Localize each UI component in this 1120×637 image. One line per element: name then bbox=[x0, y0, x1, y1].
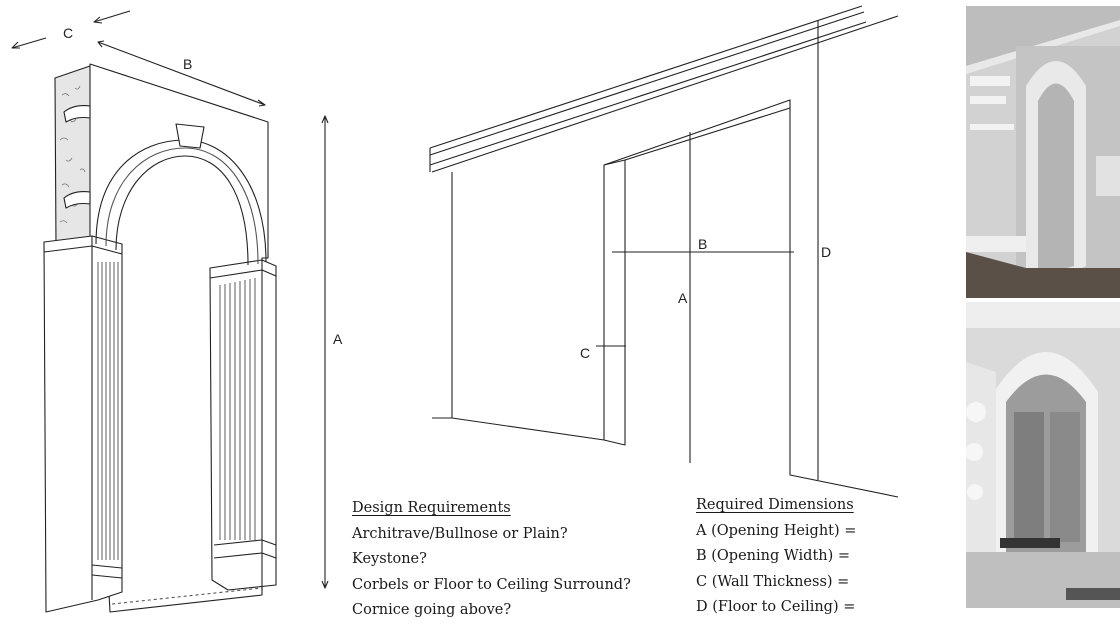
dimension-b-line bbox=[97, 40, 266, 107]
label-d: D bbox=[821, 244, 832, 260]
arch-drawing bbox=[11, 10, 329, 613]
dimension-item: D (Floor to Ceiling) = bbox=[696, 599, 856, 615]
label-a: A bbox=[333, 331, 343, 347]
requirement-item: Keystone? bbox=[352, 551, 427, 567]
required-dimensions: Required Dimensions A (Opening Height) =… bbox=[696, 493, 936, 621]
label-c: C bbox=[580, 345, 591, 361]
cornice bbox=[429, 5, 899, 173]
label-b: B bbox=[183, 56, 193, 72]
requirement-item: Architrave/Bullnose or Plain? bbox=[352, 525, 568, 542]
archway-photo-bottom bbox=[966, 302, 1120, 608]
left-wall bbox=[451, 172, 605, 441]
wall-opening bbox=[603, 99, 899, 498]
required-dimensions-title: Required Dimensions bbox=[696, 497, 854, 513]
dimension-item: B (Opening Width) = bbox=[696, 548, 851, 564]
label-a: A bbox=[678, 290, 688, 306]
archway-photo-top bbox=[966, 6, 1120, 298]
requirement-item: Corbels or Floor to Ceiling Surround? bbox=[352, 576, 631, 593]
label-b: B bbox=[698, 236, 708, 252]
dimension-item: A (Opening Height) = bbox=[696, 522, 857, 539]
corbel-bottom bbox=[63, 191, 91, 209]
requirement-item: Cornice going above? bbox=[352, 602, 512, 618]
dimension-c-arrows bbox=[11, 10, 131, 49]
wall-texture bbox=[59, 85, 86, 224]
corbel-top bbox=[63, 105, 91, 123]
dimension-a-line bbox=[321, 115, 329, 589]
dimension-item: C (Wall Thickness) = bbox=[696, 573, 850, 590]
design-requirements-title: Design Requirements bbox=[352, 500, 511, 516]
label-c: C bbox=[63, 25, 74, 41]
keystone bbox=[175, 123, 205, 149]
arch-inner bbox=[115, 155, 249, 266]
design-requirements: Design Requirements Architrave/Bullnose … bbox=[352, 496, 652, 624]
